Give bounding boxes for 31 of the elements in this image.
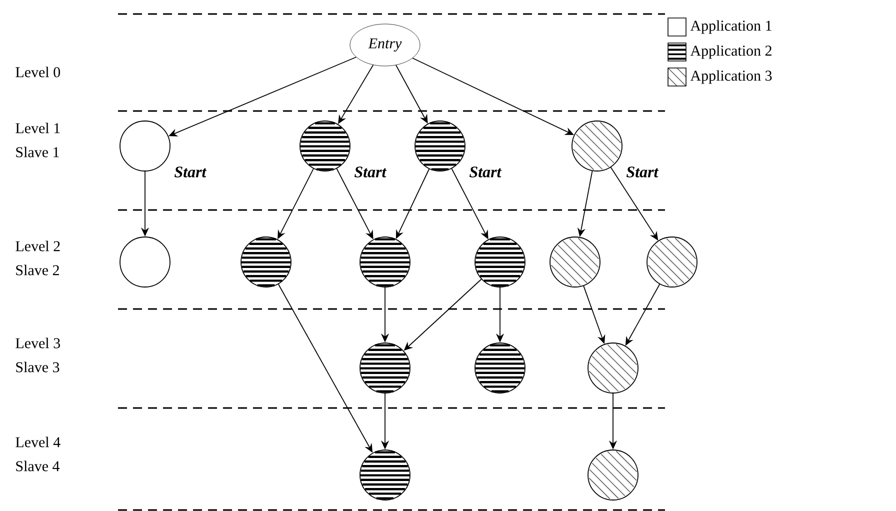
start-label: Start [470,166,502,178]
task-circle [360,236,410,288]
level-label: Level 4 [16,436,60,448]
task-circle [360,450,410,500]
level-label: Slave 2 [16,264,59,276]
task-circle [588,450,638,500]
level-label: Level 1 [16,122,60,134]
task-circle [240,236,292,288]
task-circle [550,236,600,288]
task-circle [120,120,170,172]
task-circle [360,342,410,394]
level-label: Level 2 [16,240,60,252]
legend-label: Application 2 [690,45,772,59]
task-circle [572,120,622,172]
task-circle [474,342,526,394]
task-circle [300,120,350,172]
level-label: Slave 4 [16,460,60,472]
task-circle [414,120,466,172]
start-label: Start [174,166,207,178]
start-label: Start [626,166,659,178]
task-circle [588,342,638,394]
legend-label: Application 1 [690,20,772,34]
legend-label: Application 3 [690,70,772,84]
start-label: Start [354,166,387,178]
level-label: Level 3 [16,338,60,348]
level-label: Slave 1 [16,146,59,158]
task-circle [474,236,526,288]
task-circle [120,236,170,288]
level-label: Slave 3 [16,362,60,372]
task-circle [646,236,698,288]
level-label: Level 0 [16,66,60,78]
